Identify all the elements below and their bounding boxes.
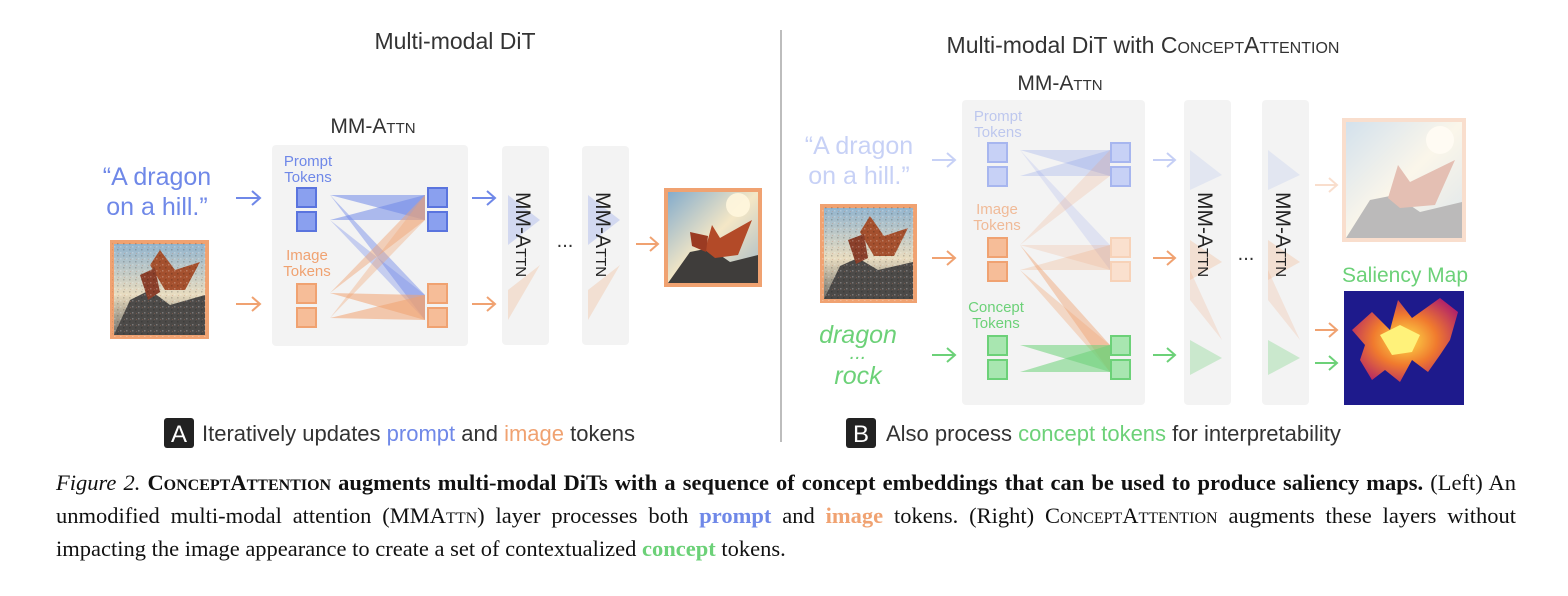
panel-a-letter: A xyxy=(171,421,187,448)
caption-bold-text: augments multi-modal DiTs with a sequenc… xyxy=(331,470,1424,495)
left-image-tokens-l1: Image xyxy=(286,247,328,264)
caption-concept: concept xyxy=(641,536,716,561)
right-image-arrow xyxy=(932,250,957,266)
right-prompt-line2: on a hill.” xyxy=(808,162,909,190)
left-prompt-tokens-l2: Tokens xyxy=(284,169,332,186)
left-prompt-tokens-l1: Prompt xyxy=(284,153,333,170)
panel-b-description: Also process concept tokens for interpre… xyxy=(886,421,1341,446)
left-prompt-line1: “A dragon xyxy=(103,163,211,191)
right-prompt-tokens-out xyxy=(1110,142,1131,187)
left-prompt-tokens-out xyxy=(427,187,448,232)
left-output-arrow xyxy=(636,236,660,252)
right-attention-fans xyxy=(1020,150,1110,372)
right-concept-word1: dragon xyxy=(819,321,897,349)
figure-caption: Figure 2. ConceptAttention augments mult… xyxy=(56,466,1516,565)
right-image-tokens-l2: Tokens xyxy=(973,217,1021,234)
left-arrows-to-layer xyxy=(472,190,497,312)
right-prompt-tokens-l1: Prompt xyxy=(974,108,1023,125)
caption-t2: ) layer processes both xyxy=(477,503,700,528)
right-layer-2-label: MM-Attn xyxy=(1271,192,1294,277)
panel-b-label: B Also process concept tokens for interp… xyxy=(846,418,1341,448)
right-concept-arrow xyxy=(932,347,957,363)
caption-t3: and xyxy=(771,503,826,528)
left-output-image xyxy=(664,188,762,287)
panel-a-desc-post: tokens xyxy=(564,421,635,446)
panel-b-letter: B xyxy=(853,421,869,448)
caption-t5: augments these layers without impacting … xyxy=(56,503,1516,561)
caption-t6: tokens. xyxy=(715,536,786,561)
left-attention-fans xyxy=(330,195,425,320)
caption-right-sc: ConceptAttention xyxy=(1045,503,1218,528)
right-concept-tokens-in xyxy=(987,335,1008,380)
saliency-map-image xyxy=(1344,291,1464,405)
panel-a-desc-mid: and xyxy=(455,421,504,446)
right-concept-word2: rock xyxy=(834,362,883,390)
right-panel: Multi-modal DiT with ConceptAttention MM… xyxy=(805,32,1468,405)
left-prompt-arrow xyxy=(236,190,262,206)
left-image-tokens-out xyxy=(427,283,448,328)
left-layer-2-label: MM-Attn xyxy=(591,192,614,277)
right-layer-1: MM-Attn xyxy=(1184,100,1231,405)
right-ellipsis: ... xyxy=(1238,243,1255,265)
right-concept-tokens-out xyxy=(1110,335,1131,380)
right-image-tokens-l1: Image xyxy=(976,201,1018,218)
panel-a-description: Iteratively updates prompt and image tok… xyxy=(202,421,635,446)
right-title-pre: Multi-modal DiT with xyxy=(947,32,1161,58)
caption-mmattn: MMAttn xyxy=(389,503,478,528)
panel-b-desc-concept: concept tokens xyxy=(1018,421,1166,446)
right-output-image xyxy=(1342,118,1466,242)
right-mmattn-label: MM-Attn xyxy=(1017,72,1102,95)
right-title-sc: ConceptAttention xyxy=(1161,32,1340,58)
right-title: Multi-modal DiT with ConceptAttention xyxy=(947,32,1340,58)
left-layer-1-label: MM-Attn xyxy=(511,192,534,277)
left-prompt-tokens-in xyxy=(296,187,317,232)
left-mmattn-label: MM-Attn xyxy=(330,115,415,138)
panel-a-label: A Iteratively updates prompt and image t… xyxy=(164,418,635,448)
right-prompt-tokens-in xyxy=(987,142,1008,187)
left-prompt-line2: on a hill.” xyxy=(106,193,207,221)
saliency-map-label: Saliency Map xyxy=(1342,264,1468,287)
right-arrows-to-layer xyxy=(1153,152,1177,363)
left-image-arrow xyxy=(236,296,262,312)
right-noisy-input-image xyxy=(820,204,917,303)
left-image-tokens-in xyxy=(296,283,317,328)
right-prompt-line1: “A dragon xyxy=(805,132,913,160)
right-prompt-group: “A dragon on a hill.” xyxy=(805,132,957,190)
right-image-tokens-out xyxy=(1110,237,1131,282)
caption-figure-label: Figure 2. xyxy=(56,470,141,495)
panel-b-desc-post: for interpretability xyxy=(1166,421,1341,446)
caption-prompt: prompt xyxy=(699,503,772,528)
caption-bold-title: ConceptAttention augments multi-modal Di… xyxy=(147,470,1423,495)
left-ellipsis: ... xyxy=(557,230,574,252)
right-concept-dots: ... xyxy=(850,342,867,364)
caption-t4: tokens. (Right) xyxy=(883,503,1046,528)
left-image-tokens-l2: Tokens xyxy=(283,263,331,280)
caption-t1: (Left) An unmodified multi-modal attenti… xyxy=(56,470,1517,528)
left-title: Multi-modal DiT xyxy=(374,28,535,54)
left-noisy-input-image xyxy=(110,240,209,339)
right-image-tokens-in xyxy=(987,237,1008,282)
left-layer-1: MM-Attn xyxy=(502,146,549,345)
panel-b-desc-pre: Also process xyxy=(886,421,1018,446)
right-concept-tokens-l1: Concept xyxy=(968,299,1025,316)
right-output-arrows xyxy=(1315,177,1339,371)
left-panel: Multi-modal DiT “A dragon on a hill.” MM… xyxy=(103,28,762,346)
panel-a-desc-pre: Iteratively updates xyxy=(202,421,387,446)
caption-bold-sc: ConceptAttention xyxy=(147,470,332,495)
right-layer-2: MM-Attn xyxy=(1262,100,1309,405)
right-layer-1-label: MM-Attn xyxy=(1193,192,1216,277)
right-concept-tokens-l2: Tokens xyxy=(972,315,1020,332)
caption-image: image xyxy=(825,503,884,528)
panel-a-desc-prompt: prompt xyxy=(387,421,455,446)
left-layer-2: MM-Attn xyxy=(582,146,629,345)
panel-a-desc-image: image xyxy=(504,421,564,446)
right-prompt-tokens-l2: Tokens xyxy=(974,124,1022,141)
